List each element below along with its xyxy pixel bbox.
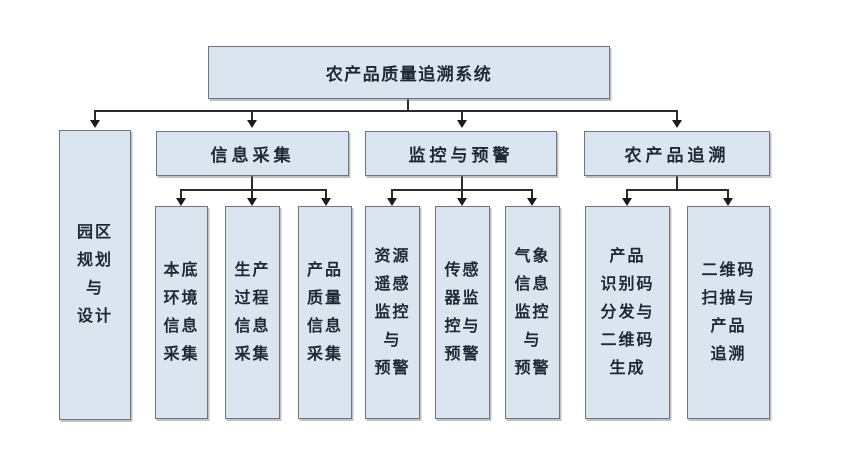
leaf-label: 产品 识别码 分发与 二维码 生成	[600, 247, 655, 377]
arrowhead-down-icon	[723, 198, 733, 206]
node-qr-scan-trace: 二维码 扫描与 产品 追溯	[687, 206, 770, 419]
node-root-label: 农产品质量追溯系统	[325, 65, 493, 84]
leaf-label: 本底 环境 信息 采集	[163, 261, 200, 363]
connector-stub	[251, 189, 253, 199]
node-monitor-warning: 监控与预警	[365, 131, 557, 176]
leaf-label: 资源 遥感 监控 与 预警	[374, 247, 411, 377]
leaf-label: 生产 过程 信息 采集	[234, 261, 271, 363]
arrowhead-down-icon	[247, 198, 257, 206]
arrowhead-down-icon	[321, 198, 331, 206]
arrowhead-down-icon	[457, 120, 467, 128]
connector-stub	[727, 189, 729, 199]
node-product-trace: 农产品追溯	[584, 131, 770, 176]
node-park-planning: 园区 规划 与 设计	[59, 130, 131, 420]
node-product-quality-collection: 产品 质量 信息 采集	[298, 206, 352, 419]
leaf-label: 二维码 扫描与 产品 追溯	[701, 261, 756, 363]
connector-stem	[461, 176, 463, 190]
node-baseline-env-collection: 本底 环境 信息 采集	[155, 206, 208, 419]
arrowhead-down-icon	[457, 198, 467, 206]
connector-hline	[180, 189, 326, 191]
leaf-label: 气象 信息 监控 与 预警	[514, 247, 551, 377]
node-info-collection: 信息采集	[156, 131, 349, 176]
connector-stub	[94, 110, 96, 121]
node-weather-monitor: 气象 信息 监控 与 预警	[505, 206, 560, 419]
connector-stem	[676, 176, 678, 190]
connector-stub	[626, 189, 628, 199]
connector-stub	[251, 110, 253, 121]
node-sensor-monitor: 传感 器监 控与 预警	[435, 206, 490, 419]
arrowhead-down-icon	[176, 198, 186, 206]
connector-stem	[251, 176, 253, 190]
arrowhead-down-icon	[247, 120, 257, 128]
connector-stub	[180, 189, 182, 199]
arrowhead-down-icon	[90, 120, 100, 128]
connector-root-stem	[407, 99, 409, 111]
node-id-code-qr-generation: 产品 识别码 分发与 二维码 生成	[585, 206, 670, 419]
arrowhead-down-icon	[622, 198, 632, 206]
node-production-process-collection: 生产 过程 信息 采集	[225, 206, 280, 419]
arrowhead-down-icon	[527, 198, 537, 206]
node-monitor-warning-label: 监控与预警	[408, 146, 514, 165]
connector-stub	[676, 110, 678, 121]
arrowhead-down-icon	[387, 198, 397, 206]
leaf-label: 传感 器监 控与 预警	[444, 261, 481, 363]
connector-stub	[325, 189, 327, 199]
node-remote-sensing-monitor: 资源 遥感 监控 与 预警	[365, 206, 420, 419]
connector-hline	[626, 189, 728, 191]
node-info-collection-label: 信息采集	[210, 146, 295, 165]
connector-stub	[461, 189, 463, 199]
node-park-planning-label: 园区 规划 与 设计	[76, 224, 113, 325]
arrowhead-down-icon	[672, 120, 682, 128]
node-product-trace-label: 农产品追溯	[624, 146, 730, 165]
connector-level1-hline	[94, 110, 678, 112]
connector-stub	[531, 189, 533, 199]
connector-stub	[391, 189, 393, 199]
leaf-label: 产品 质量 信息 采集	[306, 261, 343, 363]
node-root: 农产品质量追溯系统	[208, 46, 610, 99]
connector-stub	[461, 110, 463, 121]
